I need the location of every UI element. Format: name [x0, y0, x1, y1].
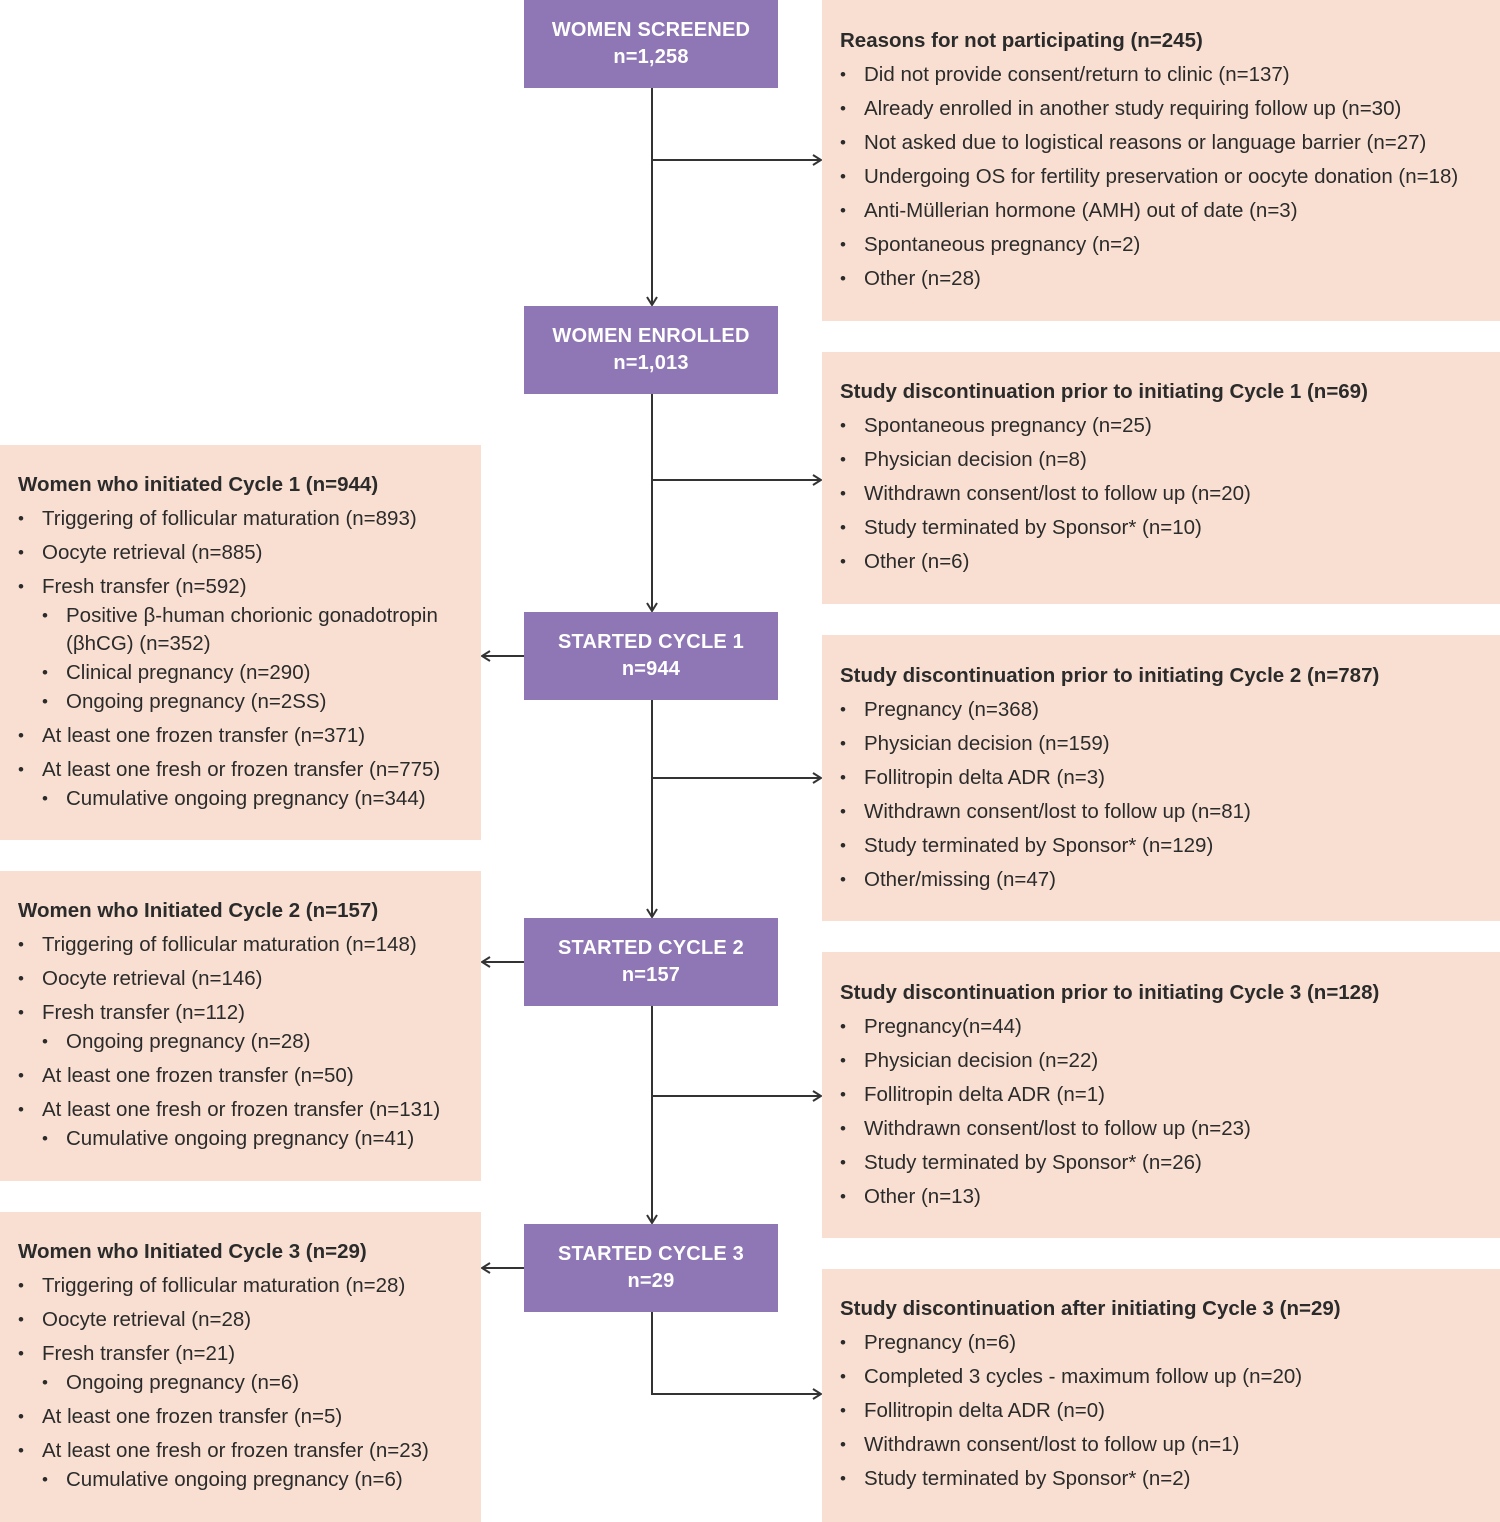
list-subitem: Cumulative ongoing pregnancy (n=6) — [18, 1466, 475, 1494]
panel-initiated-cycle-3: Women who Initiated Cycle 3 (n=29) Trigg… — [0, 1212, 481, 1522]
stage-started-cycle-3: STARTED CYCLE 3 n=29 — [524, 1224, 778, 1312]
stage-started-cycle-2: STARTED CYCLE 2 n=157 — [524, 918, 778, 1006]
list-item: Triggering of follicular maturation (n=1… — [18, 931, 475, 959]
panel-initiated-cycle-2: Women who Initiated Cycle 2 (n=157) Trig… — [0, 871, 481, 1181]
list-item: Triggering of follicular maturation (n=2… — [18, 1272, 475, 1300]
list-item: Spontaneous pregnancy (n=2) — [840, 231, 1496, 259]
stage-label: WOMEN SCREENED — [551, 19, 751, 41]
list-item: Not asked due to logistical reasons or l… — [840, 129, 1496, 157]
panel-title: Reasons for not participating (n=245) — [840, 29, 1203, 52]
list-item: Spontaneous pregnancy (n=25) — [840, 412, 1496, 440]
list-item: Physician decision (n=8) — [840, 446, 1496, 474]
list-item: Withdrawn consent/lost to follow up (n=2… — [840, 1115, 1496, 1143]
list-item: Other (n=13) — [840, 1183, 1496, 1211]
list-item: Other/missing (n=47) — [840, 866, 1496, 894]
list-item: Undergoing OS for fertility preservation… — [840, 163, 1496, 191]
list-item: At least one fresh or frozen transfer (n… — [18, 1437, 475, 1465]
list-item: Follitropin delta ADR (n=1) — [840, 1081, 1496, 1109]
list-item: Study terminated by Sponsor* (n=26) — [840, 1149, 1496, 1177]
list-item: Completed 3 cycles - maximum follow up (… — [840, 1363, 1496, 1391]
stage-count: n=29 — [627, 1270, 675, 1292]
stage-count: n=1,013 — [613, 352, 689, 374]
stage-count: n=944 — [621, 658, 681, 680]
list-item: Oocyte retrieval (n=885) — [18, 539, 475, 567]
list-item: At least one fresh or frozen transfer (n… — [18, 1096, 475, 1124]
stage-label: STARTED CYCLE 1 — [558, 631, 744, 653]
list-subitem: Cumulative ongoing pregnancy (n=344) — [18, 785, 475, 813]
panel-initiated-cycle-1: Women who initiated Cycle 1 (n=944) Trig… — [0, 445, 481, 840]
list-item: Follitropin delta ADR (n=3) — [840, 764, 1496, 792]
panel-title: Women who initiated Cycle 1 (n=944) — [18, 473, 379, 496]
list-item: Study terminated by Sponsor* (n=10) — [840, 514, 1496, 542]
panel-title: Women who Initiated Cycle 2 (n=157) — [18, 899, 379, 922]
stage-label: STARTED CYCLE 2 — [558, 937, 744, 959]
panel-title: Study discontinuation prior to initiatin… — [840, 380, 1368, 403]
list-item: Study terminated by Sponsor* (n=2) — [840, 1465, 1496, 1493]
panel-title: Women who Initiated Cycle 3 (n=29) — [18, 1240, 367, 1263]
list-subitem: Ongoing pregnancy (n=6) — [18, 1369, 475, 1397]
list-item: Oocyte retrieval (n=28) — [18, 1306, 475, 1334]
list-item: Pregnancy (n=6) — [840, 1329, 1496, 1357]
list-subitem: Ongoing pregnancy (n=2SS) — [18, 688, 475, 716]
list-item: At least one frozen transfer (n=371) — [18, 722, 475, 750]
panel-title: Study discontinuation prior to initiatin… — [840, 664, 1380, 687]
list-item: At least one frozen transfer (n=50) — [18, 1062, 475, 1090]
stage-count: n=1,258 — [613, 46, 689, 68]
panel-disc-after-cycle-3: Study discontinuation after initiating C… — [822, 1269, 1500, 1522]
list-item: Physician decision (n=22) — [840, 1047, 1496, 1075]
list-item: At least one fresh or frozen transfer (n… — [18, 756, 475, 784]
list-item: Withdrawn consent/lost to follow up (n=2… — [840, 480, 1496, 508]
list-item: Withdrawn consent/lost to follow up (n=8… — [840, 798, 1496, 826]
arrow-to-disc-after-c3 — [651, 1312, 821, 1394]
panel-disc-before-cycle-1: Study discontinuation prior to initiatin… — [822, 352, 1500, 604]
list-item: Study terminated by Sponsor* (n=129) — [840, 832, 1496, 860]
stage-women-enrolled: WOMEN ENROLLED n=1,013 — [524, 306, 778, 394]
stage-women-screened: WOMEN SCREENED n=1,258 — [524, 0, 778, 88]
list-subitem: Ongoing pregnancy (n=28) — [18, 1028, 475, 1056]
list-item: Fresh transfer (n=112) — [18, 999, 475, 1027]
list-item: Already enrolled in another study requir… — [840, 95, 1496, 123]
list-item: Triggering of follicular maturation (n=8… — [18, 505, 475, 533]
stage-started-cycle-1: STARTED CYCLE 1 n=944 — [524, 612, 778, 700]
stage-count: n=157 — [621, 964, 681, 986]
panel-disc-before-cycle-2: Study discontinuation prior to initiatin… — [822, 635, 1500, 921]
list-item: Pregnancy (n=368) — [840, 696, 1496, 724]
list-item: Other (n=28) — [840, 265, 1496, 293]
list-item: Did not provide consent/return to clinic… — [840, 61, 1496, 89]
list-subitem: Clinical pregnancy (n=290) — [18, 659, 475, 687]
list-item: Withdrawn consent/lost to follow up (n=1… — [840, 1431, 1496, 1459]
list-item: Oocyte retrieval (n=146) — [18, 965, 475, 993]
list-item: Follitropin delta ADR (n=0) — [840, 1397, 1496, 1425]
list-subitem: Cumulative ongoing pregnancy (n=41) — [18, 1125, 475, 1153]
panel-title: Study discontinuation prior to initiatin… — [840, 981, 1380, 1004]
list-subitem: Positive β-human chorionic gonadotropin … — [18, 602, 475, 658]
list-item: Anti-Müllerian hormone (AMH) out of date… — [840, 197, 1496, 225]
panel-title: Study discontinuation after initiating C… — [840, 1297, 1341, 1320]
panel-not-participating: Reasons for not participating (n=245) Di… — [822, 0, 1500, 321]
list-item: Pregnancy(n=44) — [840, 1013, 1496, 1041]
list-item: Fresh transfer (n=592) — [18, 573, 475, 601]
list-item: At least one frozen transfer (n=5) — [18, 1403, 475, 1431]
panel-disc-before-cycle-3: Study discontinuation prior to initiatin… — [822, 952, 1500, 1238]
list-item: Physician decision (n=159) — [840, 730, 1496, 758]
list-item: Other (n=6) — [840, 548, 1496, 576]
stage-label: WOMEN ENROLLED — [552, 325, 750, 347]
stage-label: STARTED CYCLE 3 — [558, 1243, 744, 1265]
list-item: Fresh transfer (n=21) — [18, 1340, 475, 1368]
